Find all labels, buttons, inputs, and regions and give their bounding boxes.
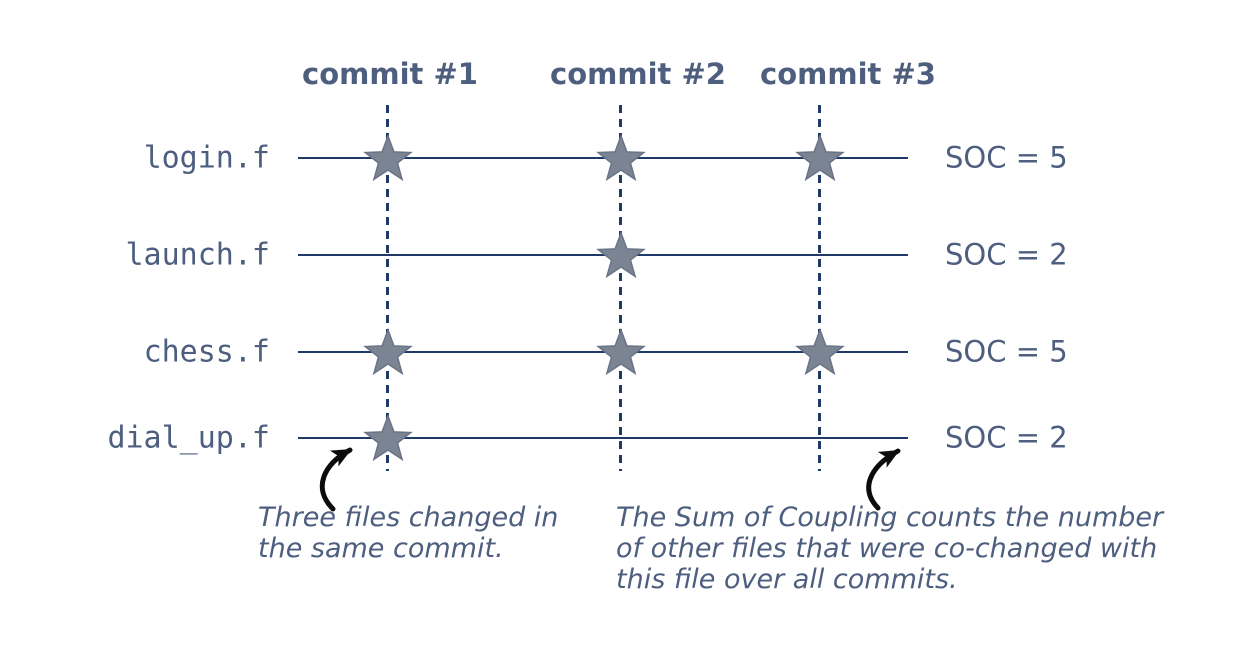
change-star-marker [596, 134, 646, 182]
annotation-line: the same commit. [258, 533, 504, 564]
annotation-line: of other files that were co-changed with [616, 533, 1158, 564]
change-star-marker [596, 328, 646, 376]
file-label-dialup: dial_up.f [107, 420, 270, 456]
commit-1-dashed-line [386, 105, 389, 471]
soc-label-launch: SOC = 2 [945, 237, 1068, 272]
arrow-to-soc-value [866, 448, 901, 511]
change-star-marker [363, 134, 413, 182]
soc-label-dialup: SOC = 2 [945, 420, 1068, 455]
annotation-same-commit: Three files changed in the same commit. [258, 502, 558, 564]
file-line-chess [298, 351, 908, 353]
change-star-marker [363, 414, 413, 462]
file-label-login: login.f [143, 140, 270, 176]
annotation-line: The Sum of Coupling counts the number [616, 502, 1164, 533]
commit-3-dashed-line [818, 105, 821, 471]
change-star-marker [596, 231, 646, 279]
soc-label-login: SOC = 5 [945, 140, 1068, 175]
file-line-launch [298, 254, 908, 256]
soc-label-chess: SOC = 5 [945, 334, 1068, 369]
arrow-to-commit1-star [319, 447, 353, 512]
commit-1-header: commit #1 [302, 57, 478, 91]
file-label-chess: chess.f [143, 334, 270, 370]
annotation-soc-definition: The Sum of Coupling counts the number of… [616, 502, 1163, 595]
file-line-dialup [298, 437, 908, 439]
annotation-line: this file over all commits. [616, 564, 958, 595]
commit-2-header: commit #2 [550, 57, 726, 91]
change-star-marker [795, 328, 845, 376]
commit-3-header: commit #3 [760, 57, 936, 91]
file-label-launch: launch.f [125, 237, 271, 273]
change-star-marker [795, 134, 845, 182]
file-line-login [298, 157, 908, 159]
commit-2-dashed-line [619, 105, 622, 471]
change-star-marker [363, 328, 413, 376]
annotation-line: Three files changed in [258, 502, 559, 533]
